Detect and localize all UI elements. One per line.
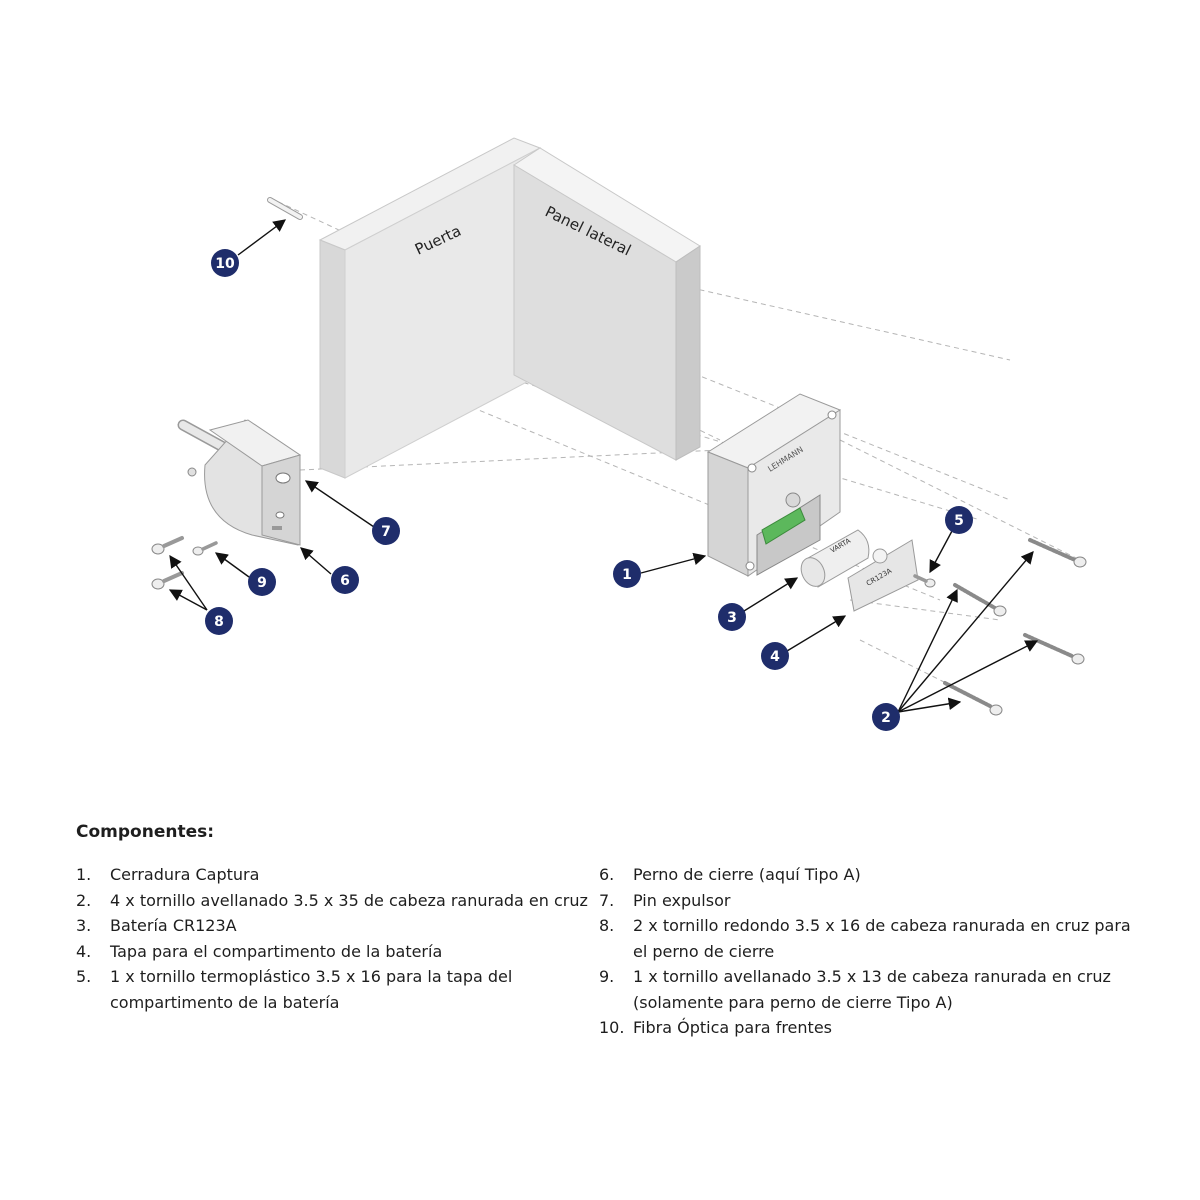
list-item: 7.Pin expulsor (599, 890, 731, 910)
callout-2: 2 (872, 703, 900, 731)
callout-1: 1 (613, 560, 641, 588)
callout-8: 8 (205, 607, 233, 635)
svg-text:10: 10 (215, 256, 235, 272)
list-item: 10.Fibra Óptica para frentes (599, 1018, 832, 1037)
svg-text:4: 4 (770, 649, 780, 665)
components-list-right: 6.Perno de cierre (aquí Tipo A) 7.Pin ex… (599, 862, 1149, 1041)
side-panel: Panel lateral (513, 147, 701, 461)
callout-5: 5 (945, 506, 973, 534)
svg-text:2: 2 (881, 710, 891, 726)
side-panel-edge (675, 245, 701, 461)
components-title: Componentes: (76, 822, 215, 842)
door-panel: Puerta (318, 137, 542, 479)
exploded-assembly-diagram: Puerta Panel lateral (151, 137, 1087, 731)
svg-text:3: 3 (727, 610, 737, 626)
components-list-left: 1.Cerradura Captura 2.4 x tornillo avell… (76, 862, 599, 1041)
battery-cover-part: CR123A (847, 539, 919, 612)
long-screws (943, 538, 1077, 708)
list-item: 8.2 x tornillo redondo 3.5 x 16 de cabez… (599, 916, 1131, 961)
callout-7: 7 (372, 517, 400, 545)
captura-lock-housing: LEHMANN (706, 393, 842, 577)
door-front-face (319, 239, 346, 479)
list-item: 4.Tapa para el compartimento de la bater… (76, 941, 443, 961)
long-screw-heads (989, 556, 1087, 716)
screw-countersunk-small (192, 541, 218, 556)
svg-text:1: 1 (622, 567, 632, 583)
battery-part: VARTA (800, 529, 870, 588)
callout-arrows (168, 219, 1039, 713)
svg-text:6: 6 (340, 573, 350, 589)
callout-3: 3 (718, 603, 746, 631)
callout-9: 9 (248, 568, 276, 596)
list-item: 1.Cerradura Captura (76, 865, 260, 884)
list-item: 6.Perno de cierre (aquí Tipo A) (599, 865, 861, 884)
callout-6: 6 (331, 566, 359, 594)
list-item: 3.Batería CR123A (76, 916, 237, 935)
list-item: 5.1 x tornillo termoplástico 3.5 x 16 pa… (76, 967, 513, 1012)
fibre-optic-part (267, 197, 303, 220)
screws-round-head (151, 536, 184, 590)
svg-text:9: 9 (257, 575, 267, 591)
components-legend: Componentes: 1.Cerradura Captura 2.4 x t… (76, 822, 1156, 1041)
thermoplastic-screw (913, 574, 936, 588)
svg-text:5: 5 (954, 513, 964, 529)
lock-circuit-board (761, 507, 806, 545)
svg-text:7: 7 (381, 524, 391, 540)
locking-bolt-part (177, 419, 302, 546)
list-item: 9.1 x tornillo avellanado 3.5 x 13 de ca… (599, 967, 1111, 1012)
list-item: 2.4 x tornillo avellanado 3.5 x 35 de ca… (76, 890, 588, 910)
callout-10: 10 (211, 249, 239, 277)
callouts: 10 7 6 9 8 1 3 4 5 2 (205, 249, 973, 731)
callout-4: 4 (761, 642, 789, 670)
svg-text:8: 8 (214, 614, 224, 630)
